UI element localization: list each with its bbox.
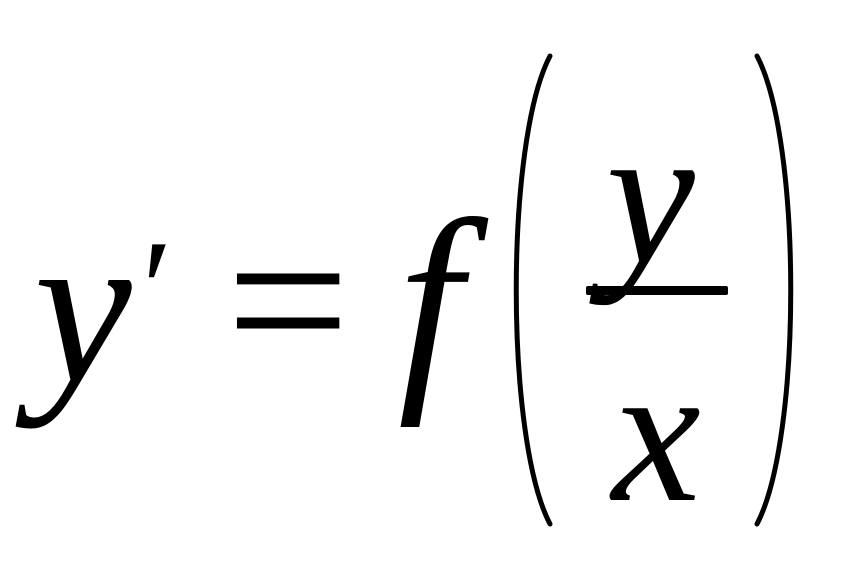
right-parenthesis	[754, 53, 794, 527]
equals-sign: =	[226, 178, 351, 422]
fraction-bar	[586, 286, 728, 295]
prime-mark: ′	[142, 212, 173, 367]
fraction-denominator: x	[612, 323, 701, 544]
left-parenthesis	[513, 53, 553, 527]
fraction-numerator: y	[606, 85, 695, 306]
lhs-variable-y: y	[34, 185, 132, 429]
function-f: f	[398, 173, 462, 428]
